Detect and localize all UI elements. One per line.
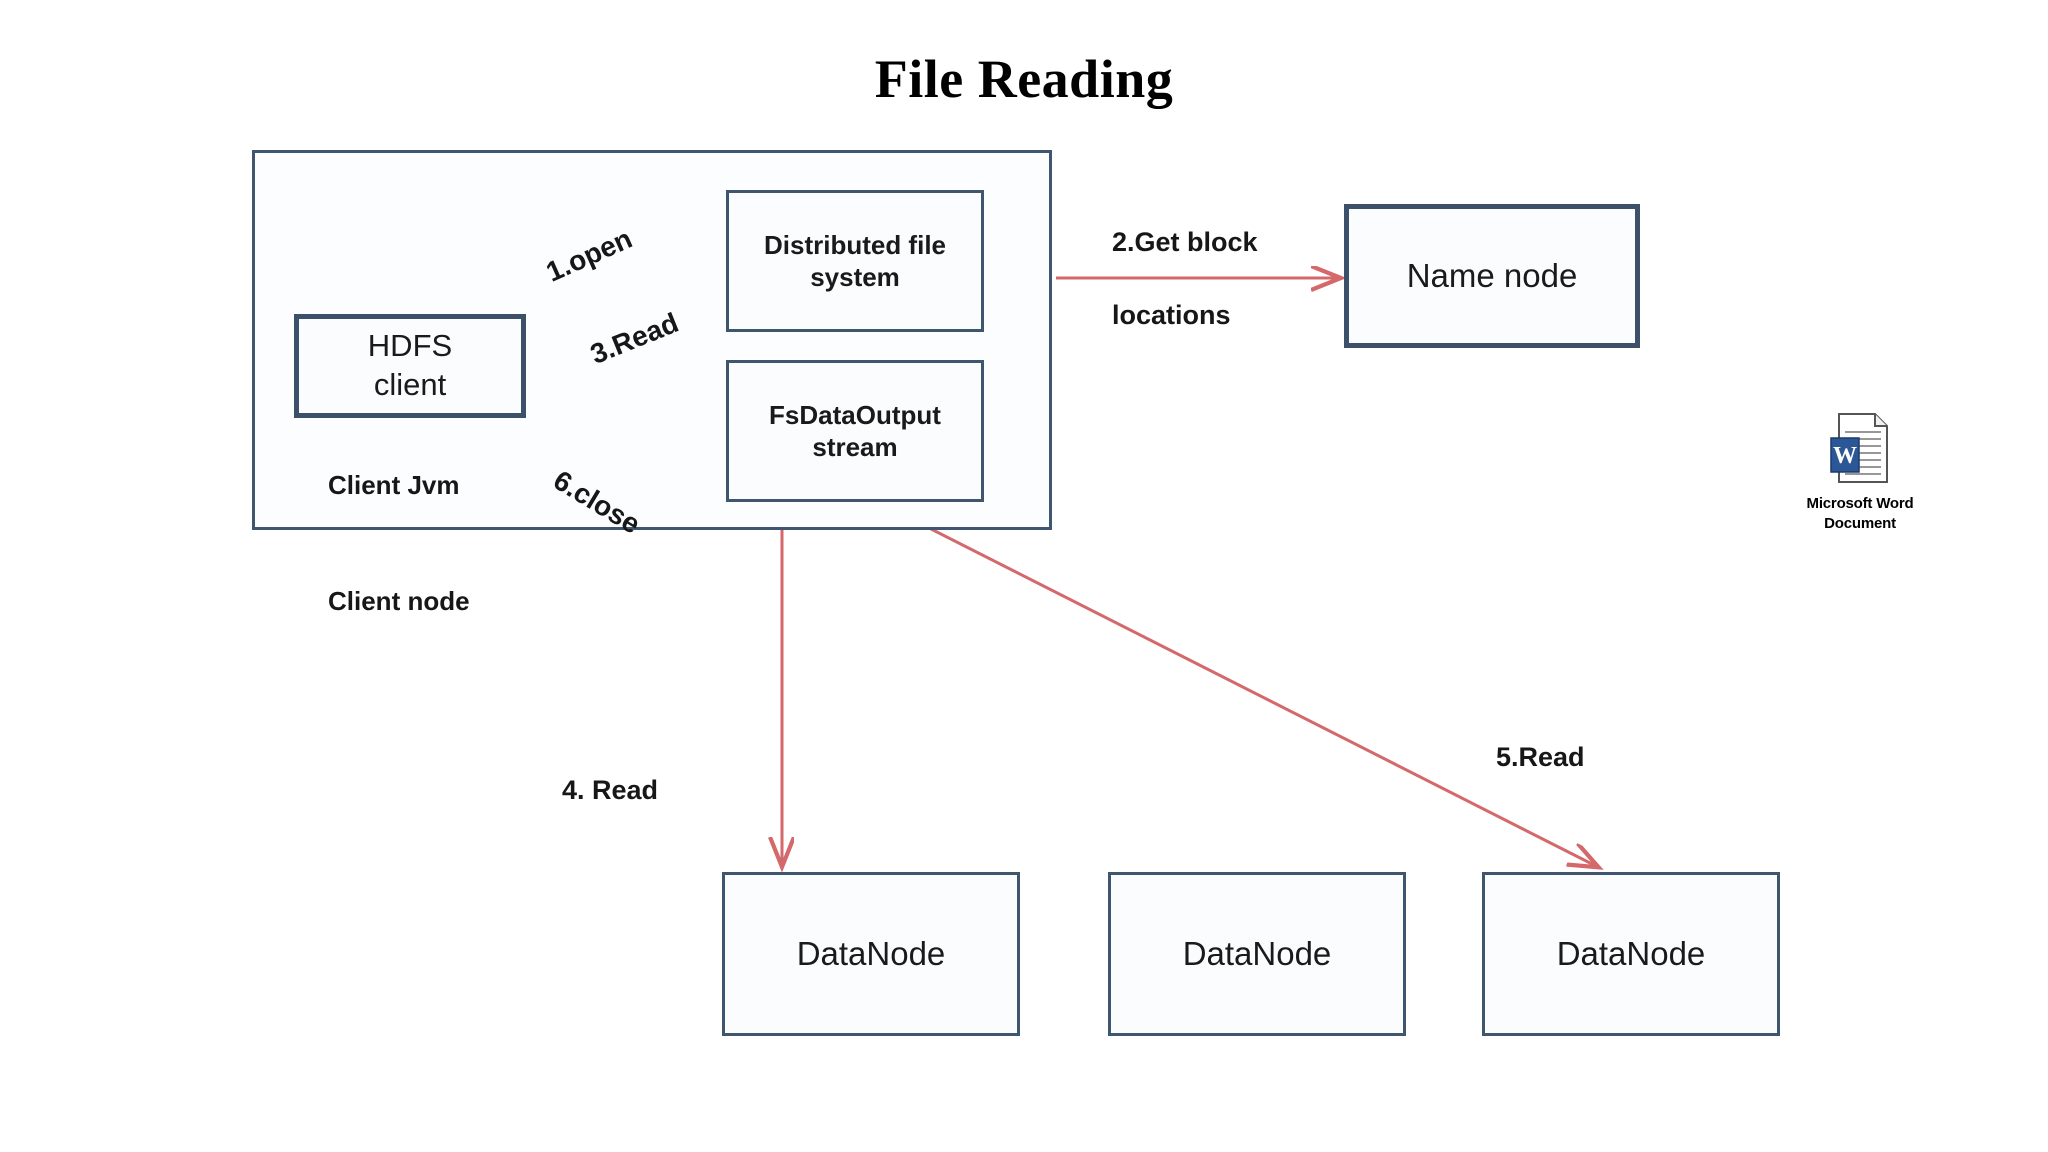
- name-node-label: Name node: [1406, 257, 1578, 295]
- word-document-icon: W: [1825, 410, 1895, 488]
- page-title: File Reading: [874, 49, 1174, 109]
- hdfs-client-label-line1: HDFS: [367, 328, 453, 364]
- name-node-box[interactable]: Name node: [1344, 204, 1640, 348]
- client-jvm-label: Client Jvm: [328, 470, 460, 500]
- step-label-2-line2: locations: [1112, 300, 1231, 331]
- data-node-label-2: DataNode: [1182, 935, 1332, 973]
- distributed-file-system-label-line2: system: [810, 262, 900, 292]
- step-label-2-line1: 2.Get block: [1112, 227, 1258, 258]
- data-node-box-3[interactable]: DataNode: [1482, 872, 1780, 1036]
- hdfs-client-label-line2: client: [373, 367, 447, 402]
- arrow-5-read: [861, 492, 1596, 866]
- fsdataoutput-stream-label-line1: FsDataOutput: [769, 399, 941, 430]
- step-label-4-read: 4. Read: [562, 775, 659, 805]
- word-document-caption-line2: Document: [1824, 514, 1896, 532]
- word-document-caption-line1: Microsoft Word: [1806, 495, 1914, 512]
- svg-text:W: W: [1833, 443, 1857, 469]
- fsdataoutput-stream-label-line2: stream: [812, 432, 898, 462]
- fsdataoutput-stream-box[interactable]: FsDataOutput stream: [726, 360, 984, 502]
- client-node-label: Client node: [328, 586, 470, 616]
- embedded-word-document-object[interactable]: W Microsoft Word Document: [1776, 410, 1944, 533]
- step-label-2-get-block-locations: 2.Get block locations: [1112, 188, 1258, 370]
- hdfs-client-box[interactable]: HDFS client: [294, 314, 526, 418]
- data-node-label-1: DataNode: [796, 935, 946, 973]
- data-node-box-1[interactable]: DataNode: [722, 872, 1020, 1036]
- step-label-5-read: 5.Read: [1496, 742, 1585, 772]
- data-node-label-3: DataNode: [1556, 935, 1706, 973]
- data-node-box-2[interactable]: DataNode: [1108, 872, 1406, 1036]
- distributed-file-system-box[interactable]: Distributed file system: [726, 190, 984, 332]
- distributed-file-system-label-line1: Distributed file: [763, 229, 946, 260]
